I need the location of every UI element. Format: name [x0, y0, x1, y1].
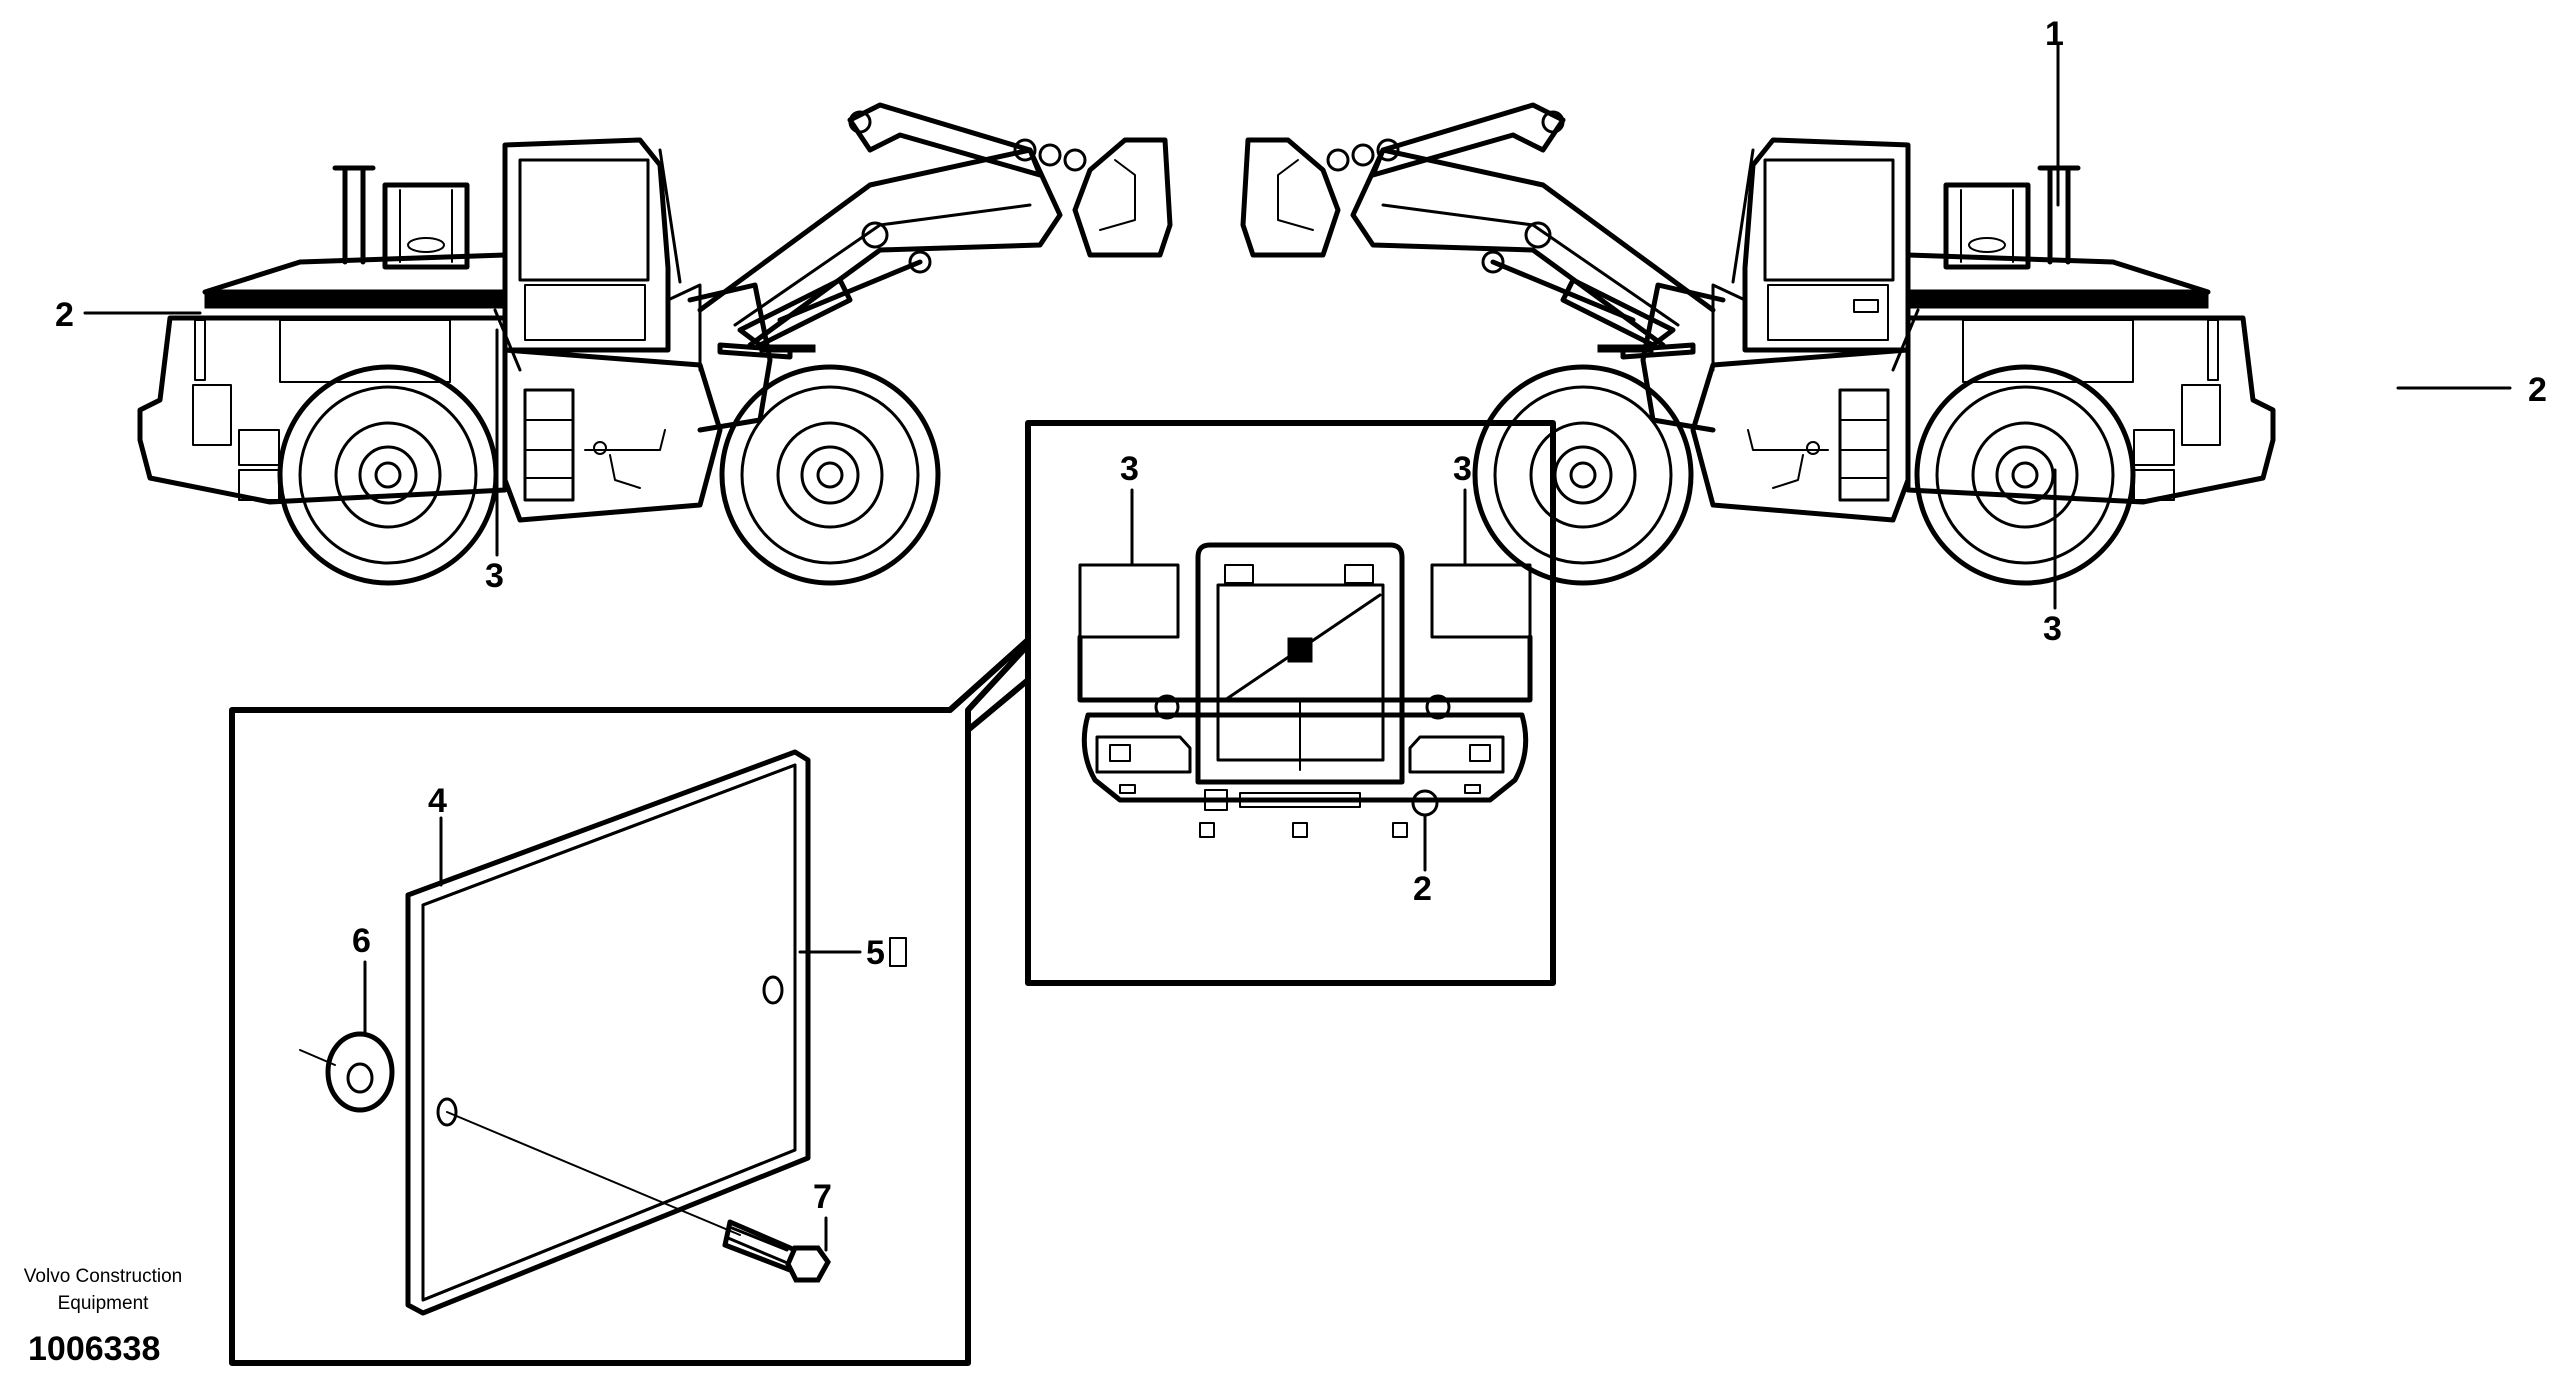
callout-2-left: 2 [55, 296, 74, 334]
callout-2-front: 2 [1413, 870, 1432, 908]
loader-right-side-view [1243, 105, 2273, 583]
callout-7: 7 [813, 1178, 832, 1216]
callout-3-front-right: 3 [1453, 450, 1472, 488]
callout-3-right: 3 [2043, 610, 2062, 648]
credit-block: Volvo Construction Equipment 1006338 [24, 1266, 182, 1368]
callout-4: 4 [428, 782, 447, 820]
decal-exploded-detail-box [229, 637, 1031, 1366]
callout-5-box-glyph [889, 937, 907, 967]
drawing-reference-number: 1006338 [28, 1330, 160, 1368]
callout-6: 6 [352, 922, 371, 960]
callout-3-front-left: 3 [1120, 450, 1139, 488]
callout-3-left: 3 [485, 557, 504, 595]
credit-line-1: Volvo Construction [24, 1266, 182, 1287]
callout-labels: 1 2 2 2 3 3 3 3 4 5 6 7 [55, 15, 2547, 1216]
loader-left-side-view [140, 105, 1170, 583]
callout-2-right: 2 [2528, 371, 2547, 409]
front-view-detail-box [1025, 420, 1556, 986]
side-view-leader-lines [83, 43, 2512, 610]
callout-5: 5 [866, 934, 885, 972]
credit-line-2: Equipment [58, 1293, 150, 1314]
callout-1: 1 [2045, 15, 2064, 53]
